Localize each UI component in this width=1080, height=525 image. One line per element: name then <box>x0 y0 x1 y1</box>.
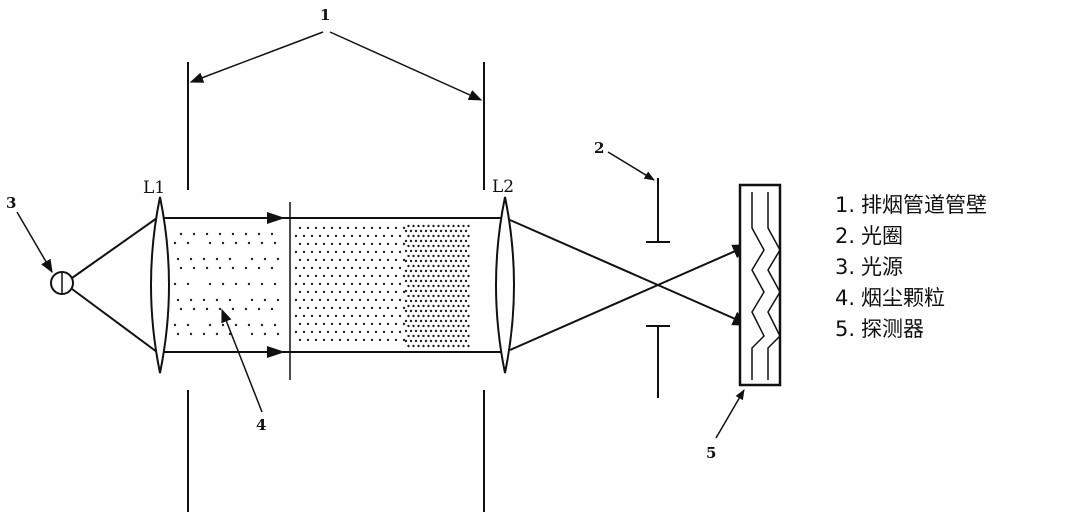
legend-item-number: 2. <box>835 224 856 248</box>
beam-lower-arrowhead <box>267 346 285 358</box>
ray-source-upper <box>71 217 158 279</box>
ray-l2-upper-to-detector <box>509 219 751 326</box>
callout-4-arrow <box>221 308 263 413</box>
legend: 1.排烟管道管壁 2.光圈 3.光源 4.烟尘颗粒 5.探测器 <box>835 190 1075 345</box>
lens-l2-label: L2 <box>492 177 514 197</box>
legend-item-number: 3. <box>835 255 856 279</box>
legend-item-text: 排烟管道管壁 <box>861 193 987 217</box>
legend-item: 3.光源 <box>835 252 1075 283</box>
legend-item: 4.烟尘颗粒 <box>835 283 1075 314</box>
ray-source-lower <box>71 288 158 353</box>
callout-5-label: 5 <box>706 444 716 462</box>
legend-item: 2.光圈 <box>835 221 1075 252</box>
beam-upper-arrowhead <box>267 212 285 224</box>
smoke-particles <box>173 224 470 348</box>
callout-4-label: 4 <box>256 416 266 434</box>
legend-item-text: 光圈 <box>861 224 903 248</box>
callout-3-arrow <box>16 211 53 274</box>
legend-item: 5.探测器 <box>835 314 1075 345</box>
detector-element-right <box>767 192 781 380</box>
legend-item-text: 烟尘颗粒 <box>861 286 945 310</box>
callout-1-label: 1 <box>320 6 330 24</box>
callout-3-label: 3 <box>6 194 16 212</box>
detector-element-left <box>751 192 765 380</box>
ray-l2-lower-to-detector <box>509 244 751 351</box>
legend-item-number: 1. <box>835 193 856 217</box>
callout-5-arrow <box>715 389 745 439</box>
legend-item-text: 探测器 <box>861 317 924 341</box>
lens-l1-label: L1 <box>143 178 165 198</box>
callout-1-arrow-left <box>189 31 324 83</box>
lens-l1 <box>150 196 170 374</box>
callout-1-arrow-right <box>329 31 483 101</box>
callout-2-arrow <box>607 151 655 181</box>
legend-item-number: 4. <box>835 286 856 310</box>
legend-item-number: 5. <box>835 317 856 341</box>
lens-l2 <box>495 196 515 374</box>
legend-item: 1.排烟管道管壁 <box>835 190 1075 221</box>
legend-item-text: 光源 <box>861 255 903 279</box>
callout-2-label: 2 <box>594 139 604 157</box>
